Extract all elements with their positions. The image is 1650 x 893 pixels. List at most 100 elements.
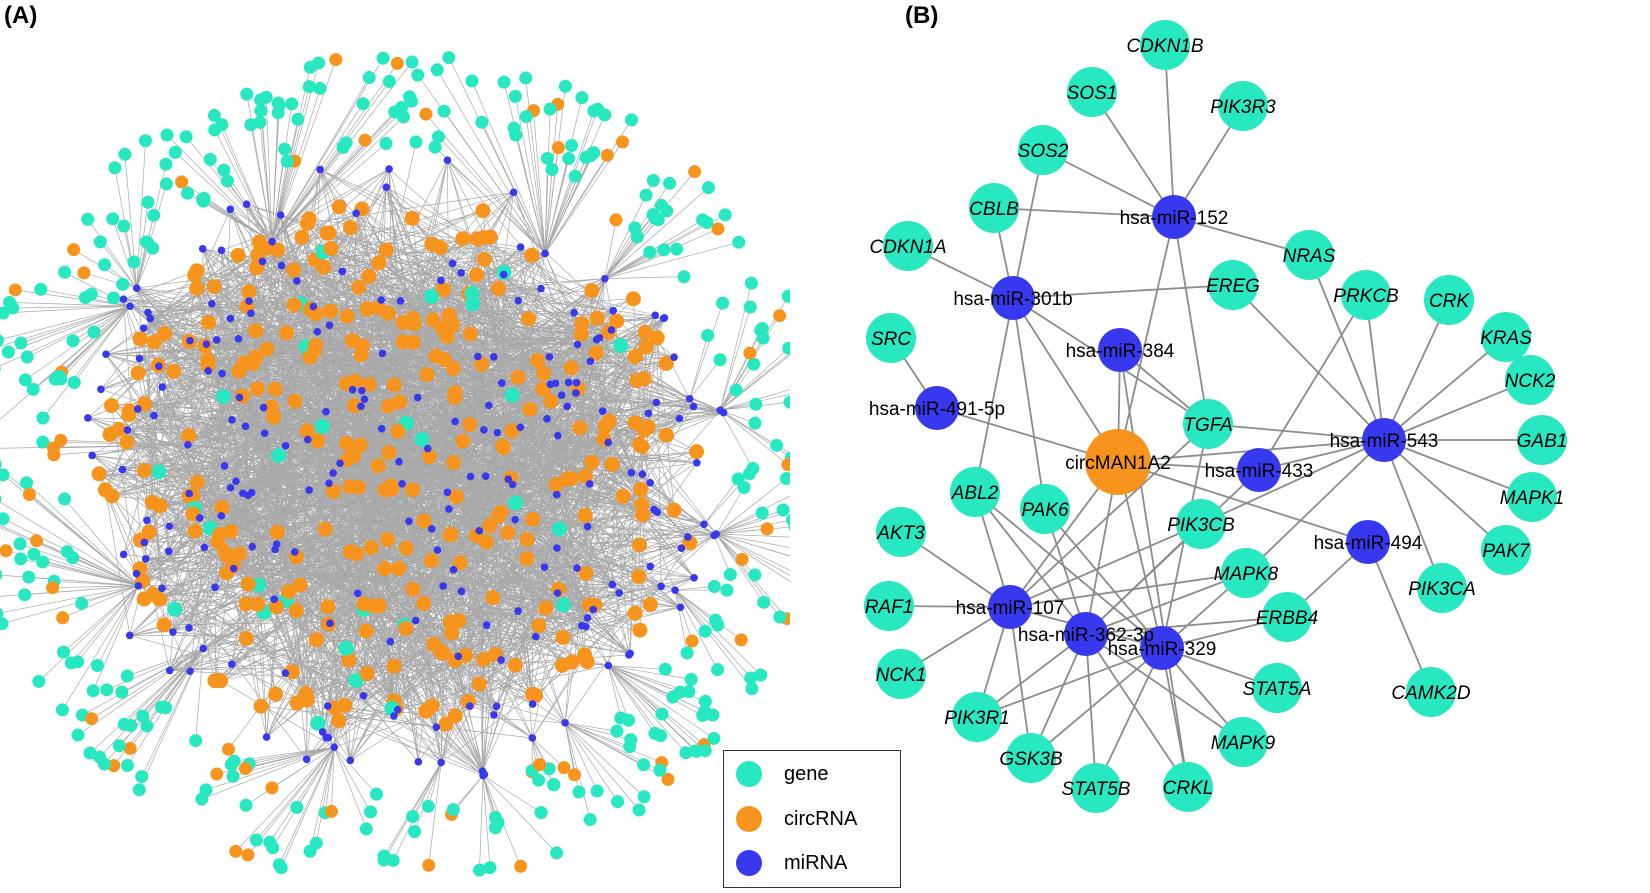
node-circrna — [464, 285, 480, 301]
node-circrna — [632, 622, 648, 638]
node-outer — [628, 221, 642, 235]
node-circrna — [560, 471, 576, 487]
node-circrna — [223, 523, 239, 539]
node-circrna — [249, 381, 265, 397]
node-mirna — [259, 403, 268, 412]
node-circrna — [187, 267, 203, 283]
node-circrna — [588, 345, 604, 361]
node-circrna — [268, 599, 284, 615]
node-circrna — [424, 553, 440, 569]
node-mirna — [141, 555, 150, 563]
node-outer — [67, 375, 81, 389]
node-mirna — [448, 259, 457, 268]
node-circrna — [250, 596, 266, 612]
node-mirna — [132, 569, 141, 578]
node-circrna — [132, 331, 148, 347]
node-outer — [421, 799, 435, 813]
edge-miR362-STAT5B — [1085, 633, 1097, 789]
node-circrna — [166, 363, 182, 379]
node-outer — [26, 382, 40, 396]
node-mirna — [608, 580, 617, 589]
node-outer — [324, 804, 338, 818]
node-outer — [358, 133, 372, 147]
node-outer — [116, 277, 130, 291]
node-outer — [507, 121, 521, 135]
node-mirna — [235, 393, 244, 402]
node-circrna — [522, 401, 538, 417]
node-mirna — [497, 379, 506, 387]
node-MAPK9 — [1218, 717, 1268, 767]
node-outer — [773, 610, 787, 624]
node-outer — [0, 468, 10, 482]
node-circrna — [284, 664, 300, 680]
node-mirna — [277, 261, 286, 270]
label-PIK3R3: PIK3R3 — [1210, 97, 1276, 118]
node-outer — [744, 671, 758, 685]
node-outer — [356, 97, 370, 111]
edge-miR362-ABL2 — [974, 491, 1087, 635]
node-mirna — [411, 616, 420, 625]
node-circrna — [341, 652, 357, 668]
node-circrna — [271, 448, 287, 464]
node-mirna — [457, 587, 466, 596]
node-outer — [364, 805, 378, 819]
node-circrna — [214, 500, 230, 516]
node-NCK2 — [1505, 355, 1555, 405]
node-circrna — [416, 595, 432, 611]
node-outer — [533, 758, 547, 772]
node-circrna — [525, 511, 541, 527]
node-outer — [135, 770, 149, 784]
node-circrna — [338, 640, 354, 656]
node-outer — [278, 142, 292, 156]
node-circrna — [543, 393, 559, 409]
node-mirna — [432, 723, 441, 731]
node-outer — [411, 68, 425, 82]
node-mirna — [493, 428, 502, 437]
node-mirna — [598, 407, 607, 415]
node-mirna — [248, 542, 257, 551]
node-outer — [747, 357, 761, 371]
node-miR384 — [1098, 328, 1142, 372]
node-circrna — [252, 234, 268, 250]
node-outer — [670, 242, 684, 256]
node-circrna — [248, 323, 264, 339]
node-outer — [98, 258, 112, 272]
node-outer — [742, 467, 756, 481]
node-mirna — [322, 407, 330, 416]
node-outer — [112, 739, 126, 753]
node-outer — [755, 322, 769, 336]
node-circrna — [444, 625, 460, 641]
node-circrna — [189, 280, 205, 296]
node-outer — [57, 645, 71, 659]
node-circrna — [386, 658, 402, 674]
node-circrna — [342, 220, 358, 236]
node-circrna — [479, 534, 495, 550]
node-circrna — [187, 523, 203, 539]
node-outer — [702, 181, 716, 195]
node-circrna — [136, 462, 152, 478]
node-mirna — [553, 589, 562, 597]
node-circrna — [563, 360, 579, 376]
node-outer — [58, 265, 72, 279]
node-mirna — [671, 586, 679, 594]
node-mirna — [609, 306, 618, 315]
node-outer — [0, 459, 2, 469]
node-mirna — [540, 563, 549, 571]
node-mirna — [457, 269, 465, 277]
node-mirna — [563, 402, 572, 411]
label-miR384: hsa-miR-384 — [1066, 341, 1175, 362]
node-mirna — [318, 728, 327, 736]
node-outer — [655, 707, 669, 721]
node-outer — [748, 416, 762, 430]
label-miR433: hsa-miR-433 — [1205, 461, 1314, 482]
node-circrna — [151, 464, 167, 480]
legend-item-gene: gene — [736, 757, 829, 791]
node-circrna — [452, 555, 468, 571]
network-a-nodes — [0, 51, 790, 877]
node-mirna — [352, 209, 360, 217]
node-circrna — [269, 524, 285, 540]
node-circrna — [615, 488, 631, 504]
node-circrna — [391, 560, 407, 576]
node-outer — [519, 110, 533, 124]
label-CRK: CRK — [1429, 291, 1470, 312]
